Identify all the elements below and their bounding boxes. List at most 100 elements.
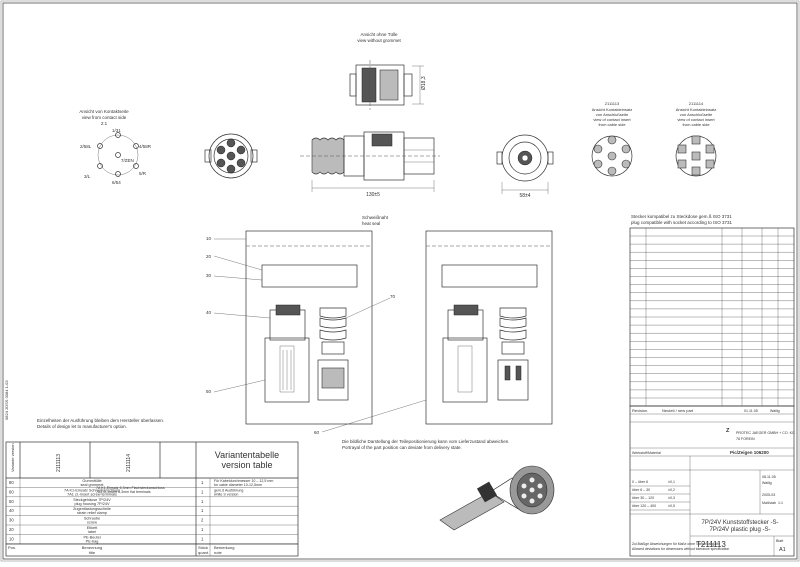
- tolerance-range: 0 – über 6: [632, 480, 648, 484]
- name-row-1: Wallig: [770, 409, 780, 413]
- variant-row-pos: 10: [9, 536, 14, 541]
- material-label: Werkstoff/Material: [632, 451, 661, 455]
- revision-value: Neuteil / new part: [662, 408, 694, 413]
- contact-view-scale: 2:1: [101, 121, 108, 126]
- insert1-label-de1: Ansicht Kontakteinsatz: [592, 107, 632, 112]
- design-note-en: Details of design let to manufacturer's …: [37, 424, 127, 429]
- seal-label-en: heat seal: [362, 221, 380, 226]
- tolerance-value: ±0,2: [668, 488, 675, 492]
- company-city: 78 FOREIN: [736, 437, 755, 441]
- tolerance-range: über 6 – 30: [632, 488, 650, 492]
- top-view-title-en: view without grommet: [357, 38, 401, 43]
- callout-20: 20: [206, 254, 212, 259]
- variant-row-name-en: label: [88, 530, 96, 534]
- pin-label-7: 7/ZEN: [121, 158, 134, 163]
- sheet-value: A1: [779, 547, 786, 553]
- variant-1: 2111113: [56, 454, 62, 472]
- contact-side-view: Ansicht von Kontaktseite view from conta…: [79, 109, 151, 185]
- footer-qty-en: quant.: [198, 550, 209, 555]
- tolerance-rows: 0 – über 6 ±0,1 über 6 – 30 ±0,2 über 30 – 1…: [630, 480, 690, 511]
- footer-note: Bemerkung: [214, 545, 234, 550]
- company-name: PROTEC JAEGER GMBH + CO. KG: [736, 431, 795, 435]
- variant-row-pos: 80: [9, 480, 14, 485]
- design-note-de: Einzelheiten der Ausführung bleiben dem …: [37, 418, 164, 423]
- insert1-label-en2: from cable side: [598, 122, 626, 127]
- contact-view-title-de: Ansicht von Kontaktseite: [79, 109, 129, 114]
- tolerance-value: ±0,1: [668, 480, 675, 484]
- top-view: Ansicht ohne Tülle view without grommet …: [349, 32, 427, 110]
- variant-header: Variante version: [10, 443, 15, 472]
- callout-60: 60: [314, 430, 320, 435]
- tolerance-footnote: Zul.Maßige Abweichungen für Maße ohne To…: [632, 542, 720, 546]
- compat-note-de: Stecker kompatibel zu Steckdose gem.ß IS…: [631, 214, 732, 219]
- drawing-title-de: 7P/24V Kunststoffstecker -S-: [702, 520, 779, 526]
- contact-insert-view-2: 2111114 Ansicht Kontakteinsatz von Ansch…: [675, 101, 717, 177]
- side-view-length: 130±5: [366, 192, 380, 198]
- insert1-code: 2111113: [605, 101, 620, 106]
- insert1-label-en1: view of contact insert: [593, 117, 631, 122]
- variant-table-title-en: version table: [221, 460, 272, 470]
- revision-label: Revision: [632, 408, 647, 413]
- top-view-diameter: Ø18,3: [421, 76, 427, 90]
- variant-2: 2111114: [126, 454, 132, 472]
- company-logo-z: Z: [726, 428, 730, 434]
- plug-side-view: 130±5: [300, 131, 440, 198]
- package-view-2: 60: [314, 230, 553, 435]
- insert1-label-de2: von Anschlußseite: [596, 112, 629, 117]
- compat-note-en: plug compatible with socket according to…: [631, 220, 733, 225]
- tolerance-range: über 30 – 120: [632, 496, 654, 500]
- variant-row-note: gem.ß Ausführung: [214, 488, 243, 492]
- round-view-dim: 58±4: [519, 193, 530, 199]
- tolerance-range: über 120 – 400: [632, 504, 656, 508]
- variant-row-qty: 1: [201, 499, 204, 504]
- pin-label-1: 1/31: [112, 128, 121, 133]
- alt-row-name: 7A K1-Einsatz 6,3mm Flachsteckanschluss: [96, 486, 165, 490]
- variant-row-pos: 20: [9, 527, 14, 532]
- position-note-de: Die bildliche Darstellung der Teileposit…: [342, 439, 510, 444]
- callout-10: 10: [206, 236, 212, 241]
- date-value: 2005-03: [762, 493, 775, 497]
- variant-row-name-en: PE-bag: [86, 539, 99, 543]
- package-view-1: Schweißnaht heat seal 10 20 30 40 50 70: [206, 215, 396, 425]
- name-row-2: Wallig: [762, 481, 772, 485]
- variant-row-note-en: for cable diameter 10-12,5mm: [214, 483, 262, 487]
- footer-note-en: note: [214, 550, 223, 555]
- title-block: Revision Neuteil / new part 01.11.05 Wal…: [629, 405, 795, 557]
- variant-row-pos: 40: [9, 508, 14, 513]
- position-note-en: Portrayal of the part position can devia…: [342, 445, 462, 450]
- callout-70: 70: [390, 294, 396, 299]
- drawing-title-en: 7P/24V plastic plug -S-: [709, 527, 770, 533]
- variant-row-name-en: screw: [87, 521, 97, 525]
- insert2-label-de1: Ansicht Kontakteinsatz: [676, 107, 716, 112]
- callout-40: 40: [206, 310, 212, 315]
- variant-row-name-en: 7A1 ct.-insert screw terminals: [67, 492, 117, 496]
- scale-value: 1:1: [778, 501, 783, 505]
- scale-label: Maßstab: [762, 501, 776, 505]
- variant-row-pos: 60: [9, 489, 14, 494]
- variant-row-name: 7A K1-Einsatz Schraubanschluss: [64, 488, 120, 492]
- insert2-label-de2: von Anschlußseite: [680, 112, 713, 117]
- plug-round-view: 58±4: [496, 134, 554, 199]
- tolerance-footnote-en: Allowed deviations for dimensions withou…: [632, 547, 729, 551]
- variant-row-pos: 30: [9, 518, 14, 523]
- contact-view-title-en: view from contact side: [82, 115, 127, 120]
- footer-pos: Pos.: [8, 545, 16, 550]
- contact-insert-view-1: 2111113 Ansicht Kontakteinsatz von Ansch…: [591, 101, 633, 177]
- variant-row-name: Steckgehäuse 7P/24V: [73, 498, 111, 502]
- variant-row-name-en: seal grommet: [80, 483, 104, 487]
- variant-row-qty: 2: [201, 518, 204, 523]
- callout-50: 50: [206, 389, 212, 394]
- variant-row-qty: 1: [201, 480, 204, 485]
- tolerance-value: ±0,3: [668, 496, 675, 500]
- plug-illustration: [439, 465, 555, 531]
- callout-30: 30: [206, 273, 212, 278]
- variant-row-name-en: plug housing 7P/24V: [74, 502, 110, 506]
- side-reference: 0824 JOSS 0084 1-03: [4, 380, 9, 420]
- variant-row-note: Für Kabeldurchmesser 10 – 12,5 mm: [214, 479, 273, 483]
- variant-row-name: PE-Beutel: [83, 535, 100, 539]
- sheet-label: Blatt: [776, 539, 783, 543]
